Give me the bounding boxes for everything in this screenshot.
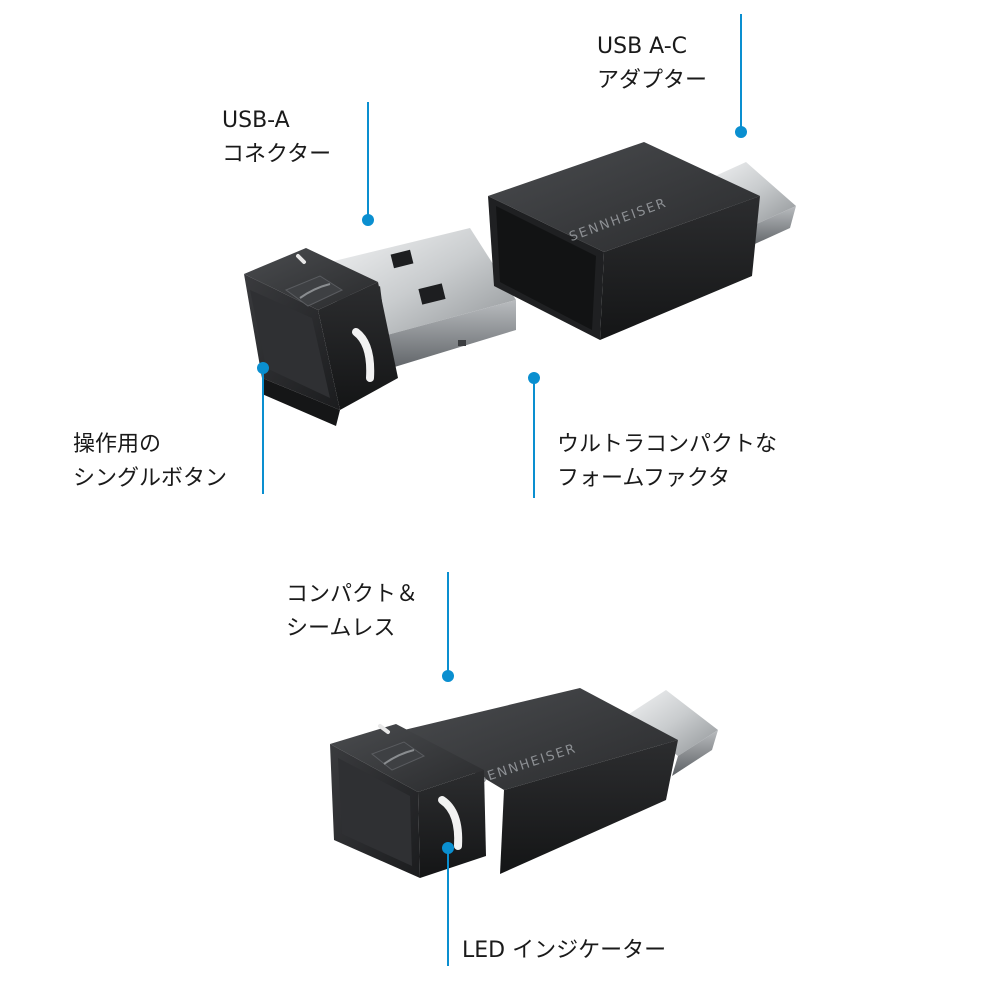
label-usb-ac-line2: アダプター [597, 68, 708, 93]
label-led-line1: LED インジケーター [462, 938, 667, 963]
usb-a-body [244, 248, 398, 426]
usb-c-plug-bottom [626, 690, 718, 776]
callout-usb-a-line [362, 102, 374, 226]
label-usb-a-line1: USB-A [222, 108, 290, 133]
label-ultra-compact: ウルトラコンパクトな フォームファクタ [557, 428, 777, 496]
label-seamless-line1: コンパクト＆ [286, 582, 419, 607]
label-button-line1: 操作用の [73, 432, 162, 457]
label-ultra-compact-line2: フォームファクタ [557, 466, 731, 491]
callout-led-line [442, 842, 454, 966]
label-seamless-line2: シームレス [286, 616, 396, 641]
label-usb-ac-line1: USB A-C [597, 34, 688, 59]
label-usb-a-line2: コネクター [222, 142, 332, 167]
label-led-indicator: LED インジケーター [462, 934, 666, 968]
label-usb-a-connector: USB-A コネクター [222, 104, 331, 172]
label-compact-seamless: コンパクト＆ シームレス [286, 578, 418, 646]
combined-device: SENNHEISER [330, 688, 718, 878]
label-single-button: 操作用の シングルボタン [73, 428, 227, 496]
label-button-line2: シングルボタン [73, 466, 228, 491]
label-usb-ac-adapter: USB A-C アダプター [597, 30, 707, 98]
callout-usb-ac-line [735, 14, 747, 138]
usb-ac-adapter: SENNHEISER [488, 142, 796, 340]
callout-compact-form-line [528, 372, 540, 498]
callout-button-line [257, 362, 269, 494]
callout-seamless-line [442, 572, 454, 682]
usb-a-dongle [244, 228, 516, 426]
label-ultra-compact-line1: ウルトラコンパクトな [557, 432, 778, 457]
